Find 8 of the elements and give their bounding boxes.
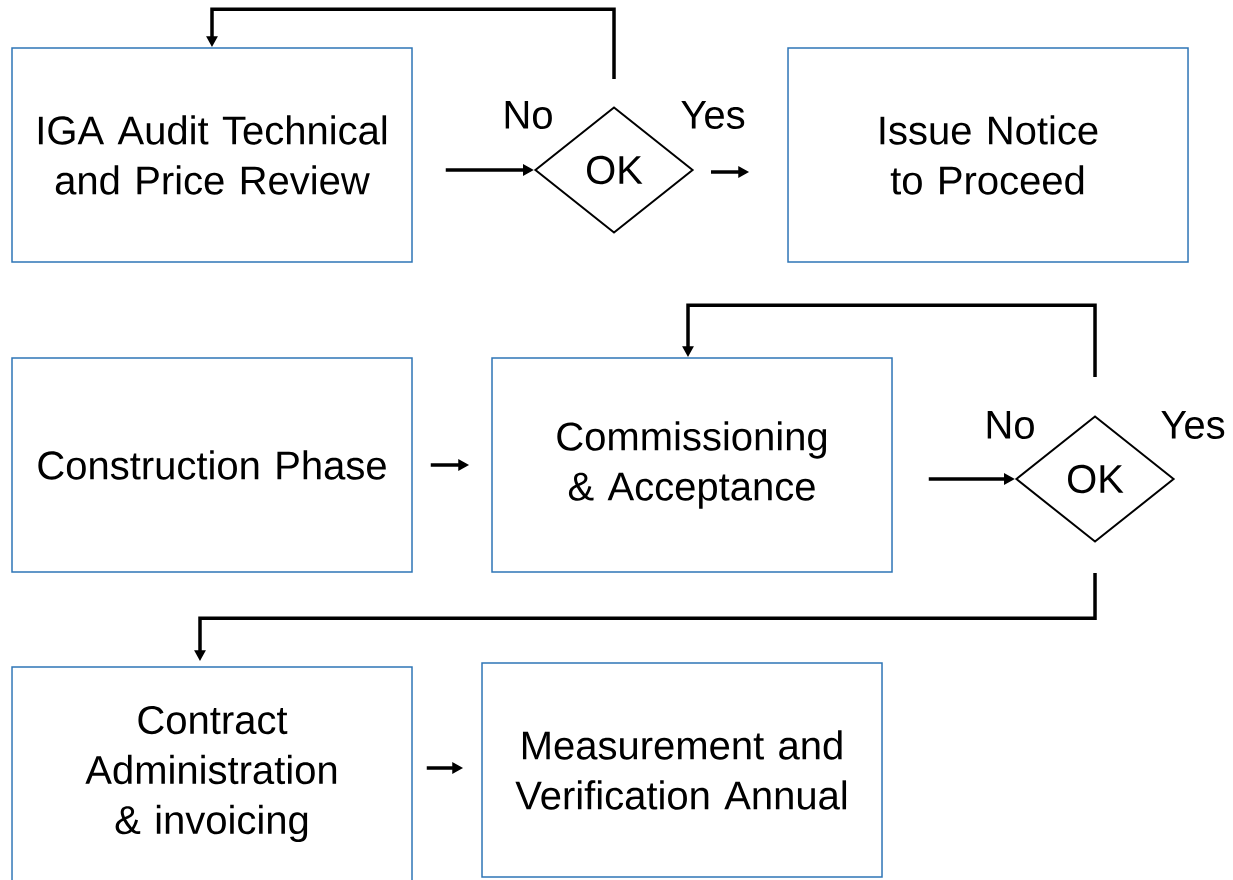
process-box: Issue Notice to Proceed xyxy=(787,47,1189,263)
process-box: Commissioning & Acceptance xyxy=(491,357,893,573)
edge-label: Yes xyxy=(1161,411,1225,439)
process-box: Construction Phase xyxy=(11,357,413,573)
process-box: Measurement and Verification Annual xyxy=(481,662,883,878)
edge-label: No xyxy=(987,411,1034,439)
process-box: Contract Administration & invoicing xyxy=(11,666,413,880)
process-box: IGA Audit Technical and Price Review xyxy=(11,47,413,263)
